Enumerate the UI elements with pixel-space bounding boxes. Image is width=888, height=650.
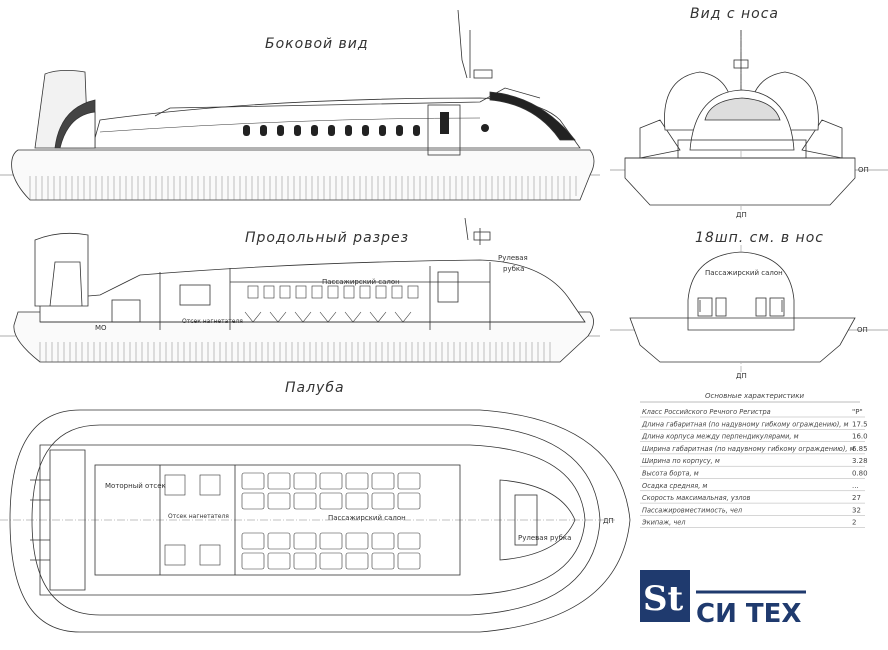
deck-title: Палуба <box>285 380 345 396</box>
spec-row-value: 16.0 <box>852 433 868 441</box>
deck-wheelhouse-label: Рулевая рубка <box>518 534 571 542</box>
deck-seats <box>164 472 421 570</box>
spec-rows: Класс Российского Речного Регистра "Р" Дли… <box>640 408 868 528</box>
spec-row-value: 3.28 <box>852 457 868 465</box>
spec-row-name: Осадка средняя, м <box>642 482 707 490</box>
section-seats <box>244 285 419 323</box>
frame-op-label: ОП <box>857 326 868 334</box>
spec-row-name: Класс Российского Речного Регистра <box>642 408 771 416</box>
front-dp-label: ДП <box>736 211 747 219</box>
side-view-title: Боковой вид <box>265 36 369 52</box>
front-view: Вид с носа ОП ДП <box>610 6 888 219</box>
section-salon-label: Пассажирский салон <box>322 278 400 286</box>
section-title: Продольный разрез <box>245 230 409 246</box>
spec-row-name: Скорость максимальная, узлов <box>642 494 750 502</box>
section-skirt-hatch <box>39 342 551 362</box>
section-mo-label: МО <box>95 324 107 332</box>
side-skirt-hatch <box>29 176 577 200</box>
spec-row-name: Длина корпуса между перпендикулярами, м <box>641 433 799 441</box>
deck-dp-label: ДП <box>603 517 614 525</box>
spec-row-value: 6.85 <box>852 445 868 453</box>
side-view: Боковой вид <box>0 9 600 201</box>
section-gear-label: Отсек нагнетателя <box>182 318 243 325</box>
spec-row-name: Ширина по корпусу, м <box>642 457 720 465</box>
spec-heading: Основные характеристики <box>705 392 804 400</box>
spec-row-name: Пассажировместимость, чел <box>642 506 743 514</box>
spec-row-name: Длина габаритная (по надувному гибкому о… <box>641 420 848 428</box>
frame-dp-label: ДП <box>736 372 747 380</box>
company-logo: St СИ ТЕХ <box>640 570 806 629</box>
spec-row-name: Ширина габаритная (по надувному гибкому … <box>642 445 855 453</box>
section-wheelhouse-label-1: Рулевая <box>498 254 528 262</box>
front-view-title: Вид с носа <box>690 6 779 22</box>
spec-row-name: Высота борта, м <box>642 470 699 478</box>
side-windows <box>243 112 489 136</box>
logo-mark: St <box>643 579 684 619</box>
spec-row-value: 27 <box>852 494 861 502</box>
spec-row-value: 0.80 <box>852 470 868 478</box>
deck-engine-label: Моторный отсек <box>105 482 166 490</box>
spec-row-name: Экипаж, чел <box>641 519 686 527</box>
spec-row-value: ... <box>852 482 859 490</box>
spec-row-value: "Р" <box>852 408 863 416</box>
front-op-label: ОП <box>858 166 869 174</box>
section-wheelhouse-label-2: рубка <box>503 265 524 273</box>
frame-section: 18шп. см. в нос Пассажирский салон ОП ДП <box>610 230 888 380</box>
spec-row-value: 2 <box>852 519 856 527</box>
spec-row-value: 32 <box>852 506 861 514</box>
deck-plan: Палуба <box>0 380 631 633</box>
deck-salon-label: Пассажирский салон <box>328 514 406 522</box>
frame-salon-label: Пассажирский салон <box>705 269 783 277</box>
longitudinal-section: Продольный разрез <box>0 217 600 363</box>
deck-gear-label: Отсек нагнетателя <box>168 513 229 520</box>
logo-text: СИ ТЕХ <box>696 599 801 629</box>
spec-row-value: 17.5 <box>852 420 868 428</box>
frame-section-title: 18шп. см. в нос <box>695 230 824 246</box>
spec-table: Основные характеристики Класс Российског… <box>640 392 868 528</box>
